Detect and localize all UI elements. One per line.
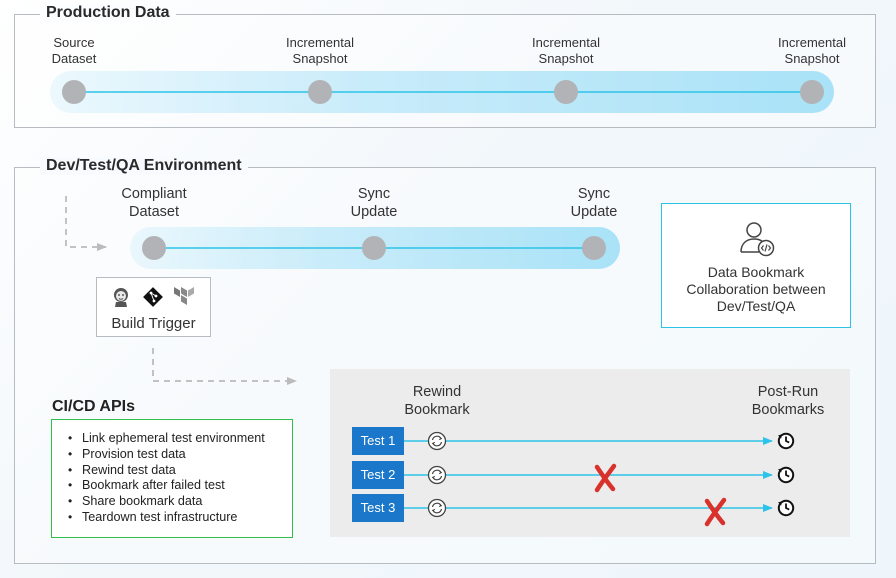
- rewind-bookmark-label: Rewind Bookmark: [404, 384, 470, 418]
- list-item: Teardown test infrastructure: [68, 510, 292, 526]
- source-dataset-node: [62, 80, 86, 104]
- snapshot-2-node: [554, 80, 578, 104]
- test-1-button[interactable]: Test 1: [352, 427, 404, 455]
- production-data-title: Production Data: [40, 4, 176, 22]
- post-run-bookmarks-label: Post-Run Bookmarks: [751, 384, 825, 418]
- list-item: Share bookmark data: [68, 494, 292, 510]
- snapshot-1-label: Incremental Snapshot: [286, 35, 354, 66]
- sync-update-1-label: Sync Update: [350, 186, 398, 220]
- sync-update-2-node: [582, 236, 606, 260]
- dashed-arrow-to-tests: [152, 348, 297, 385]
- compliant-dataset-label: Compliant Dataset: [121, 186, 187, 220]
- rewind-icon: [427, 498, 447, 518]
- post-run-bookmark-icon: [777, 499, 795, 517]
- dashed-arrow-to-dev: [65, 196, 107, 251]
- snapshot-3-node: [800, 80, 824, 104]
- jenkins-icon: [114, 288, 128, 307]
- sync-update-1-node: [362, 236, 386, 260]
- list-item: Rewind test data: [68, 463, 292, 479]
- build-trigger-label: Build Trigger: [111, 315, 196, 332]
- list-item: Provision test data: [68, 447, 292, 463]
- data-bookmark-box: Data Bookmark Collaboration between Dev/…: [661, 203, 851, 328]
- rewind-icon: [427, 431, 447, 451]
- sync-update-2-label: Sync Update: [570, 186, 618, 220]
- snapshot-3-label: Incremental Snapshot: [778, 35, 846, 66]
- test-3-fail-icon: [704, 497, 727, 527]
- test-2-fail-icon: [594, 463, 617, 493]
- snapshot-2-label: Incremental Snapshot: [532, 35, 600, 66]
- rewind-icon: [427, 465, 447, 485]
- data-bookmark-label: Data Bookmark Collaboration between Dev/…: [686, 264, 826, 314]
- test-3-button[interactable]: Test 3: [352, 494, 404, 522]
- cicd-apis-box: Link ephemeral test environment Provisio…: [51, 419, 293, 538]
- post-run-bookmark-icon: [777, 432, 795, 450]
- compliant-dataset-node: [142, 236, 166, 260]
- cicd-list: Link ephemeral test environment Provisio…: [52, 420, 292, 526]
- git-icon: [143, 287, 163, 307]
- devtest-title: Dev/Test/QA Environment: [40, 157, 248, 175]
- source-dataset-label: Source Dataset: [51, 35, 97, 66]
- test-2-button[interactable]: Test 2: [352, 461, 404, 489]
- snapshot-1-node: [308, 80, 332, 104]
- build-trigger-box[interactable]: Build Trigger: [96, 277, 211, 337]
- terraform-icon: [174, 287, 194, 305]
- list-item: Link ephemeral test environment: [68, 431, 292, 447]
- list-item: Bookmark after failed test: [68, 478, 292, 494]
- cicd-title: CI/CD APIs: [52, 398, 135, 415]
- post-run-bookmark-icon: [777, 466, 795, 484]
- user-code-icon: [740, 222, 775, 257]
